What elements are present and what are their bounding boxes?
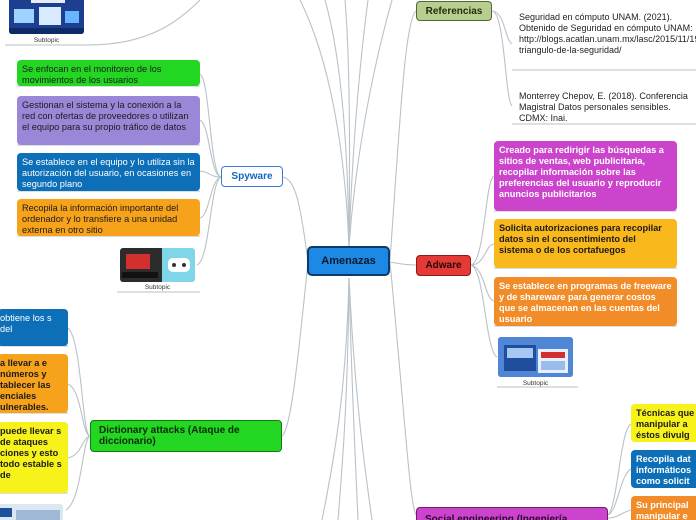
- branch-referencias[interactable]: Referencias: [416, 1, 492, 21]
- subtopic-label: Subtopic: [144, 284, 171, 291]
- laptop-gamepad-icon[interactable]: [120, 248, 195, 282]
- spyware-item-4[interactable]: Recopila la información importante del o…: [17, 199, 200, 236]
- dictionary-item-3[interactable]: puede llevar s de ataques ciones y esto …: [0, 422, 68, 493]
- branch-spyware[interactable]: Spyware: [221, 166, 283, 187]
- adware-item-2[interactable]: Solicita autorizaciones para recopilar d…: [494, 219, 677, 268]
- social-item-3[interactable]: Su principal manipular e: [631, 496, 696, 520]
- social-item-1[interactable]: Técnicas que manipular a éstos divulg: [631, 404, 696, 442]
- dictionary-item-2[interactable]: a llevar a e números y tablecer las enci…: [0, 354, 68, 413]
- social-item-2[interactable]: Recopila dat informáticos como solicit: [631, 450, 696, 488]
- reference-item-1: Seguridad en cómputo UNAM. (2021). Obten…: [519, 12, 696, 55]
- reference-item-2: Monterrey Chepov, E. (2018). Conferencia…: [519, 91, 688, 123]
- subtopic-label: Subtopic: [33, 37, 60, 44]
- central-topic-amenazas[interactable]: Amenazas: [307, 246, 390, 276]
- adware-item-1[interactable]: Creado para redirigir las búsquedas a si…: [494, 141, 677, 211]
- spyware-item-1[interactable]: Se enfocan en el monitoreo de los movimi…: [17, 60, 200, 86]
- computer-thumbnail-icon[interactable]: [9, 0, 84, 34]
- subtopic-label: Subtopic: [522, 380, 549, 387]
- spyware-item-2[interactable]: Gestionan el sistema y la conexión a la …: [17, 96, 200, 145]
- keyboard-icon[interactable]: [0, 504, 63, 520]
- dictionary-item-1[interactable]: obtiene los s del: [0, 309, 68, 346]
- branch-dictionary-attacks[interactable]: Dictionary attacks (Ataque de diccionari…: [90, 420, 282, 452]
- adware-item-3[interactable]: Se establece en programas de freeware y …: [494, 277, 677, 326]
- spyware-item-3[interactable]: Se establece en el equipo y lo utiliza s…: [17, 153, 200, 191]
- branch-social-engineering[interactable]: Social engineering (Ingeniería: [416, 507, 608, 520]
- branch-adware[interactable]: Adware: [416, 255, 471, 276]
- software-box-icon[interactable]: [498, 337, 573, 377]
